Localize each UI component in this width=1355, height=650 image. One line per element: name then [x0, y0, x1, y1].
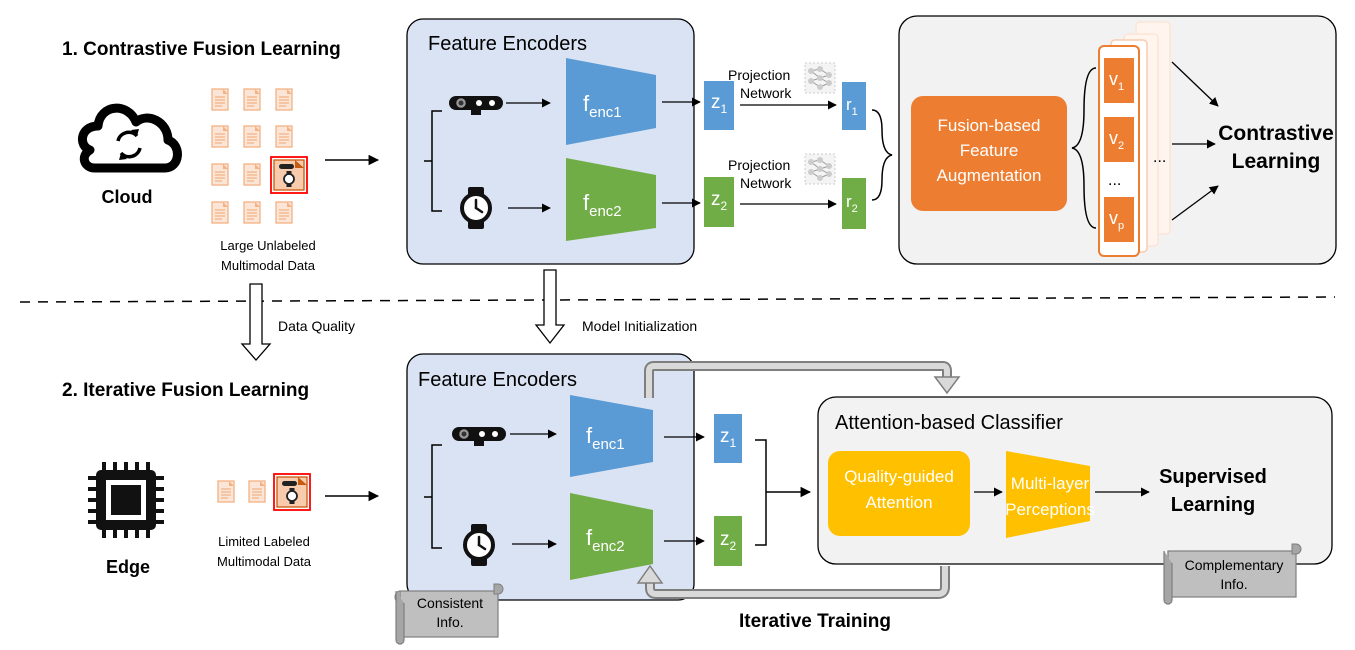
- iterative-training-label: Iterative Training: [739, 611, 891, 632]
- view-stack: [1098, 21, 1171, 257]
- z1-box-2: [714, 414, 742, 463]
- section1-title: 1. Contrastive Fusion Learning: [62, 39, 341, 60]
- view-v1-label: v1: [1109, 69, 1124, 93]
- data-quality-arrow: [240, 283, 272, 361]
- augmentation-label-line3: Augmentation: [937, 166, 1042, 185]
- z1-box-1: [704, 81, 734, 130]
- labeled-data-icons: [217, 473, 311, 511]
- view-vp-label: vp: [1109, 208, 1124, 232]
- encoder2-label-2: fenc2: [586, 525, 625, 555]
- arrow-views-to-contrastive-bottom: [1171, 185, 1219, 221]
- encoder2-label: fenc2: [583, 190, 622, 220]
- r-merge-brace: [871, 109, 893, 201]
- mlp-label-line1: Multi-layer: [1011, 474, 1090, 493]
- labeled-data-caption-line1: Limited Labeled: [218, 534, 310, 549]
- section-divider: [19, 296, 1336, 303]
- section2-title: 2. Iterative Fusion Learning: [62, 380, 309, 401]
- cloud-label: Cloud: [102, 187, 153, 207]
- encoder1-trapezoid-2: [570, 395, 653, 477]
- projection-network-icon-1: [804, 62, 836, 94]
- feature-encoders-title-1: Feature Encoders: [428, 33, 587, 55]
- complementary-info-scroll: [1163, 543, 1302, 605]
- augmentation-label-line1: Fusion-based: [937, 116, 1040, 135]
- projection-label-1-line2: Network: [740, 85, 792, 101]
- z2-label-2: z2: [720, 529, 737, 553]
- projection-label-2-line2: Network: [740, 175, 792, 191]
- cloud-icon: [78, 103, 182, 173]
- model-init-label: Model Initialization: [582, 318, 697, 334]
- r2-label: r2: [846, 192, 858, 215]
- encoder1-label-2: fenc1: [586, 423, 625, 453]
- z1-label-2: z1: [720, 426, 737, 450]
- z2-label-1: z2: [711, 189, 728, 213]
- r1-label: r1: [846, 95, 858, 118]
- view-ellipsis-vertical: ...: [1108, 172, 1121, 189]
- modality-bracket-1: [424, 110, 442, 212]
- encoder1-label: fenc1: [583, 91, 622, 121]
- encoder1-trapezoid: [566, 58, 656, 145]
- iterative-loop-bottom-arrow: [636, 564, 950, 599]
- complementary-info-line1: Complementary: [1185, 557, 1284, 573]
- consistent-info-line1: Consistent: [417, 595, 483, 611]
- r1-box: [842, 82, 866, 130]
- z-merge-bracket: [755, 439, 810, 546]
- model-init-arrow: [534, 269, 566, 345]
- contrastive-label-line1: Contrastive: [1218, 122, 1334, 145]
- z2-box-1: [704, 177, 734, 227]
- consistent-info-scroll: [394, 583, 504, 645]
- z2-box-2: [714, 516, 742, 566]
- unlabeled-data-icons: [211, 88, 308, 224]
- attention-box: [828, 451, 970, 536]
- projection-network-icon-2: [804, 153, 836, 185]
- projection-label-2-line1: Projection: [728, 157, 790, 173]
- r2-box: [842, 178, 866, 229]
- consistent-info-line2: Info.: [436, 614, 463, 630]
- classifier-title: Attention-based Classifier: [835, 412, 1063, 434]
- edge-label: Edge: [106, 557, 150, 577]
- feature-encoders-title-2: Feature Encoders: [418, 369, 577, 391]
- unlabeled-data-caption-line1: Large Unlabeled: [220, 238, 315, 253]
- iterative-loop-top-arrow: [644, 361, 961, 398]
- modality-bracket-2: [424, 444, 442, 549]
- encoder2-trapezoid-2: [570, 493, 653, 580]
- attention-label-line2: Attention: [865, 493, 932, 512]
- augmentation-box: [911, 96, 1067, 211]
- augmentation-brace: [1071, 67, 1097, 229]
- complementary-info-line2: Info.: [1220, 576, 1247, 592]
- supervised-label-line2: Learning: [1171, 494, 1255, 516]
- view-ellipsis-stack: ...: [1153, 149, 1166, 166]
- mlp-label-line2: Perceptions: [1005, 500, 1095, 519]
- supervised-label-line1: Supervised: [1159, 466, 1267, 488]
- contrastive-label-line2: Learning: [1232, 150, 1321, 173]
- labeled-data-caption-line2: Multimodal Data: [217, 554, 312, 569]
- data-quality-label: Data Quality: [278, 318, 355, 334]
- unlabeled-data-caption-line2: Multimodal Data: [221, 258, 316, 273]
- mlp-trapezoid: [1006, 451, 1090, 538]
- chip-icon: [88, 462, 164, 538]
- arrow-views-to-contrastive-top: [1171, 61, 1219, 107]
- augmentation-label-line2: Feature: [960, 141, 1019, 160]
- attention-label-line1: Quality-guided: [844, 467, 954, 486]
- encoder2-trapezoid: [566, 158, 656, 241]
- projection-label-1-line1: Projection: [728, 67, 790, 83]
- z1-label-1: z1: [711, 92, 728, 116]
- view-v2-label: v2: [1109, 128, 1124, 152]
